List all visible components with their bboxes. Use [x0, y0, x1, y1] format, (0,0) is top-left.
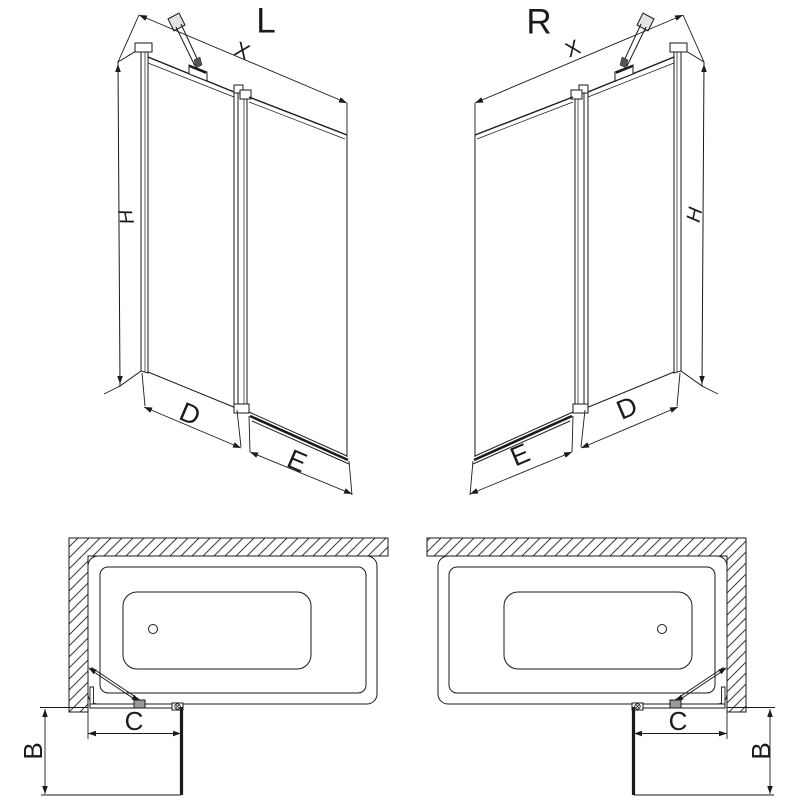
elevation-view-right [469, 12, 719, 496]
dim-label-d-right: D [612, 390, 642, 425]
dim-label-h-right: H [683, 205, 708, 224]
dim-label-x-left: X [231, 38, 253, 65]
dim-label-e-right: E [506, 438, 534, 473]
plan-view-left [40, 537, 389, 796]
dim-label-c-right: C [669, 706, 688, 736]
elevation-view-left [103, 12, 353, 496]
dim-label-b-right: B [746, 742, 776, 759]
plan-view-right [426, 537, 775, 796]
dim-label-h-left: H [115, 207, 139, 226]
view-label-right: R [526, 3, 551, 42]
dim-label-d-left: D [175, 396, 205, 431]
view-label-left: L [256, 2, 275, 41]
dim-label-e-left: E [283, 444, 311, 479]
dim-label-c-left: C [125, 706, 144, 736]
dim-label-b-left: B [18, 742, 48, 759]
